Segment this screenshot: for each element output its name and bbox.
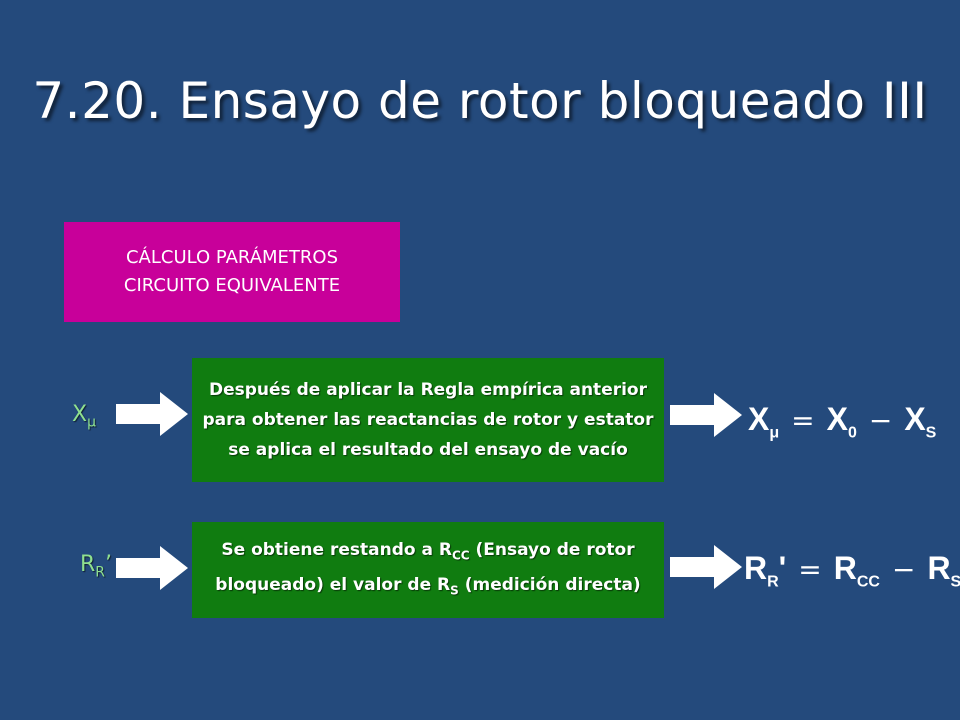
row1-formula: Xμ=X0−XS	[748, 401, 936, 442]
row2-line1-sub: CC	[451, 548, 470, 562]
section-box-line2: CIRCUITO EQUIVALENTE	[123, 275, 341, 296]
row2-formula-lhs-sub: R	[767, 573, 779, 591]
row1-formula-t1: X	[826, 401, 848, 437]
row1-formula-t2: X	[904, 401, 926, 437]
row1-left-arrow-icon	[116, 392, 188, 436]
row1-formula-eq: =	[791, 404, 815, 437]
row1-label: Xμ	[72, 402, 96, 430]
row1-line2: para obtener las reactancias de rotor y …	[202, 410, 654, 430]
row2-label-sub: R	[95, 564, 106, 581]
row2-line2-pre: bloqueado) el valor de R	[215, 575, 451, 595]
row2-formula: RR'=RCC−RS	[744, 550, 960, 591]
row2-label: RR’	[80, 552, 112, 580]
row2-formula-t1: R	[833, 550, 857, 586]
row1-formula-lhs-sub: μ	[769, 424, 780, 442]
row2-line1-pre: Se obtiene restando a R	[221, 539, 452, 560]
slide-title: 7.20. Ensayo de rotor bloqueado III	[32, 72, 928, 130]
row2-line2-post: (medición directa)	[458, 575, 641, 595]
row1-label-main: X	[72, 402, 88, 427]
row2-line1: Se obtiene restando a RCC (Ensayo de rot…	[221, 535, 634, 570]
row2-description-box: Se obtiene restando a RCC (Ensayo de rot…	[192, 522, 664, 618]
row2-right-arrow-icon	[670, 545, 742, 589]
row2-line2-sub: S	[450, 583, 459, 598]
section-box: CÁLCULO PARÁMETROS CIRCUITO EQUIVALENTE	[64, 222, 400, 322]
row2-label-suffix: ’	[105, 552, 113, 577]
row2-formula-lhs: R	[744, 550, 768, 586]
row2-formula-t2: R	[927, 550, 951, 586]
row1-formula-t2-sub: S	[925, 424, 937, 442]
row1-description-box: Después de aplicar la Regla empírica ant…	[192, 358, 664, 482]
row1-right-arrow-icon	[670, 393, 742, 437]
section-box-line1: CÁLCULO PARÁMETROS	[125, 247, 339, 268]
row1-formula-minus: −	[868, 404, 893, 437]
row1-line3: se aplica el resultado del ensayo de vac…	[228, 440, 628, 460]
row2-line2: bloqueado) el valor de RS (medición dire…	[215, 570, 640, 605]
row2-formula-prime: '	[778, 550, 787, 586]
row2-formula-t1-sub: CC	[856, 573, 880, 591]
row2-formula-minus: −	[891, 553, 916, 586]
row1-line1: Después de aplicar la Regla empírica ant…	[208, 380, 647, 400]
row1-label-sub: μ	[87, 414, 96, 431]
row2-left-arrow-icon	[116, 546, 188, 590]
row2-formula-eq: =	[798, 553, 822, 586]
row2-label-main: R	[80, 552, 96, 577]
row2-line1-post: (Ensayo de rotor	[469, 539, 635, 560]
row2-formula-t2-sub: S	[950, 573, 960, 591]
row1-formula-lhs: X	[748, 401, 770, 437]
row1-formula-t1-sub: 0	[847, 424, 857, 442]
